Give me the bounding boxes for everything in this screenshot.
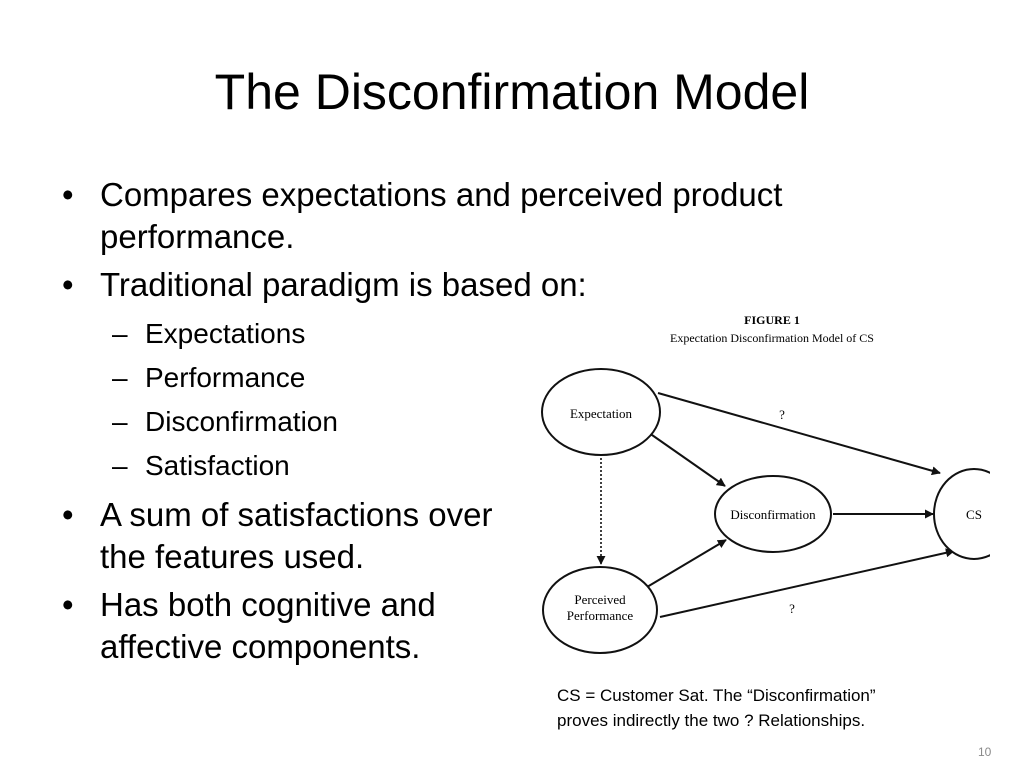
- bullet-text: Has both cognitive and affective compone…: [100, 586, 436, 665]
- sub-bullet-item: – Disconfirmation: [112, 400, 942, 444]
- bullet-text: Compares expectations and perceived prod…: [100, 176, 783, 255]
- figure-note-line: proves indirectly the two ? Relationship…: [557, 711, 866, 730]
- sub-bullet-marker: –: [112, 406, 128, 437]
- arrow-expectation-to-disconfirmation: [641, 427, 726, 487]
- edge-label-bottom: ?: [789, 601, 795, 616]
- sub-bullet-marker: –: [112, 450, 128, 481]
- bullet-marker: •: [62, 586, 74, 623]
- bullet-marker: •: [62, 176, 74, 213]
- arrow-performance-to-disconfirmation: [641, 539, 727, 591]
- node-perceived-label-line1: Perceived: [574, 592, 626, 607]
- sub-bullet-item: – Performance: [112, 356, 942, 400]
- edge-label-top: ?: [779, 407, 785, 422]
- sub-bullet-item: – Satisfaction: [112, 444, 942, 488]
- node-disconfirmation-label: Disconfirmation: [730, 507, 816, 522]
- figure-note: CS = Customer Sat. The “Disconfirmation”…: [557, 683, 876, 733]
- diagram-svg: FIGURE 1 Expectation Disconfirmation Mod…: [541, 313, 1015, 654]
- node-cs-label: CS: [966, 507, 982, 522]
- arrow-performance-to-cs: [659, 548, 955, 618]
- bullet-marker: •: [62, 266, 74, 303]
- figure-caption: Expectation Disconfirmation Model of CS: [670, 331, 874, 345]
- bullet-marker: •: [62, 496, 74, 533]
- slide-title: The Disconfirmation Model: [214, 64, 810, 120]
- sub-bullet-text: Disconfirmation: [145, 406, 338, 437]
- bullet-item: • A sum of satisfactions over the featur…: [62, 494, 942, 578]
- disconfirmation-figure: FIGURE 1 Expectation Disconfirmation Mod…: [530, 308, 1015, 663]
- sub-bullet-text: Expectations: [145, 318, 306, 349]
- sub-bullet-marker: –: [112, 318, 128, 349]
- bullet-item: • Compares expectations and perceived pr…: [62, 174, 942, 258]
- bullet-list: • Compares expectations and perceived pr…: [62, 174, 942, 674]
- node-perceived-performance: [542, 566, 658, 654]
- sub-bullet-marker: –: [112, 362, 128, 393]
- sub-bullet-text: Performance: [145, 362, 306, 393]
- sub-bullet-text: Satisfaction: [145, 450, 290, 481]
- node-perceived-label-line2: Performance: [567, 608, 634, 623]
- bullet-text: Traditional paradigm is based on:: [100, 266, 587, 303]
- node-expectation: [541, 368, 661, 456]
- sub-bullet-item: – Expectations: [112, 312, 942, 356]
- arrow-expectation-to-cs: [657, 392, 941, 476]
- page-number: 10: [978, 745, 992, 759]
- figure-note-line: CS = Customer Sat. The “Disconfirmation”: [557, 686, 876, 705]
- bullet-text: A sum of satisfactions over the features…: [100, 496, 493, 575]
- bullet-item: • Traditional paradigm is based on:: [62, 264, 942, 306]
- node-disconfirmation: [714, 475, 832, 553]
- figure-label: FIGURE 1: [744, 313, 800, 327]
- bullet-item: • Has both cognitive and affective compo…: [62, 584, 942, 668]
- node-expectation-label: Expectation: [570, 406, 633, 421]
